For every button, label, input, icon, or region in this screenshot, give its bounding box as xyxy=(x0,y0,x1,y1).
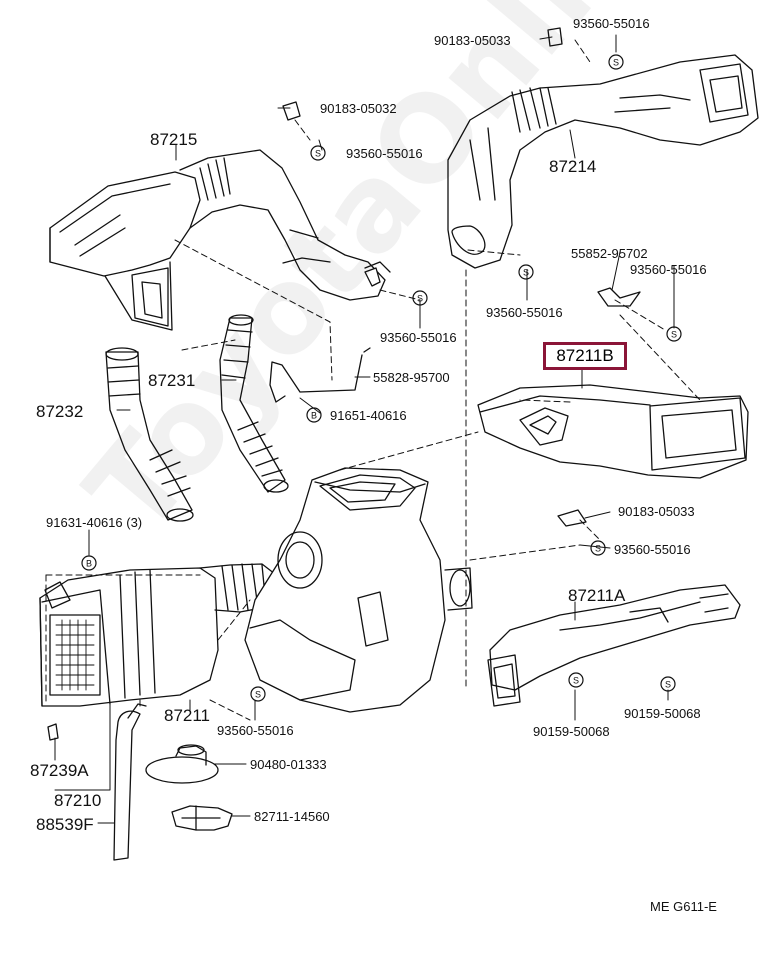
s-symbol-text: S xyxy=(573,676,579,686)
label-90183-05033-top: 90183-05033 xyxy=(434,33,511,48)
clamp-82711 xyxy=(171,805,233,831)
label-93560-55016-a: 93560-55016 xyxy=(346,146,423,161)
s-symbol-text: S xyxy=(671,330,677,340)
label-88539f: 88539F xyxy=(36,815,94,834)
label-93560-55016-e: 93560-55016 xyxy=(614,542,691,557)
label-91631-40616: 91631-40616 (3) xyxy=(46,515,143,530)
label-91651-40616: 91651-40616 xyxy=(330,408,407,423)
air-cleaner-87210 xyxy=(39,563,276,707)
label-93560-55016-d: 93560-55016 xyxy=(380,330,457,345)
label-90159-50068-b: 90159-50068 xyxy=(624,706,701,721)
label-87210: 87210 xyxy=(54,791,102,810)
label-87232: 87232 xyxy=(36,402,84,421)
drain-hose-88539f xyxy=(113,703,147,861)
label-87211a: 87211A xyxy=(568,586,626,605)
label-93560-55016-f: 93560-55016 xyxy=(217,723,294,738)
s-symbol-text: S xyxy=(315,149,321,159)
label-55852-95702: 55852-95702 xyxy=(571,246,648,261)
duct-87211b xyxy=(477,384,749,479)
highlighted-part-87211b: 87211B xyxy=(543,342,627,370)
assembly-lines xyxy=(45,39,701,721)
s-symbols xyxy=(81,54,682,702)
label-90183-05032: 90183-05032 xyxy=(320,101,397,116)
s-symbol-text: S xyxy=(665,680,671,690)
s-symbol-text: S xyxy=(595,544,601,554)
label-90480-01333: 90480-01333 xyxy=(250,757,327,772)
label-82711-14560: 82711-14560 xyxy=(254,809,330,824)
hose-87232 xyxy=(105,347,194,522)
label-93560-55016-top: 93560-55016 xyxy=(573,16,650,31)
wire-55828 xyxy=(269,347,371,403)
hose-87231 xyxy=(219,314,289,493)
s-symbol-text: S xyxy=(523,268,529,278)
label-93560-55016-b: 93560-55016 xyxy=(630,262,707,277)
b-symbol-text: B xyxy=(86,559,92,569)
duct-87211a xyxy=(487,584,741,707)
label-93560-55016-c: 93560-55016 xyxy=(486,305,563,320)
label-87211: 87211 xyxy=(164,706,211,725)
label-87239a: 87239A xyxy=(30,761,89,780)
s-symbol-text: S xyxy=(613,58,619,68)
label-90183-05033-mid: 90183-05033 xyxy=(618,504,695,519)
s-symbol-text: S xyxy=(255,690,261,700)
duct-87214 xyxy=(447,54,759,269)
label-87214: 87214 xyxy=(549,157,597,176)
b-symbol-text: B xyxy=(311,411,317,421)
label-90159-50068-a: 90159-50068 xyxy=(533,724,610,739)
grommet-90480 xyxy=(145,744,219,784)
s-symbol-text: S xyxy=(417,294,423,304)
clips xyxy=(47,27,641,741)
label-87231: 87231 xyxy=(148,371,196,390)
label-87215: 87215 xyxy=(150,130,198,149)
diagram-reference: ME G611-E xyxy=(650,899,717,914)
label-55828-95700: 55828-95700 xyxy=(373,370,450,385)
leader-lines xyxy=(54,34,675,824)
central-housing xyxy=(244,467,473,713)
duct-87215 xyxy=(49,149,391,331)
